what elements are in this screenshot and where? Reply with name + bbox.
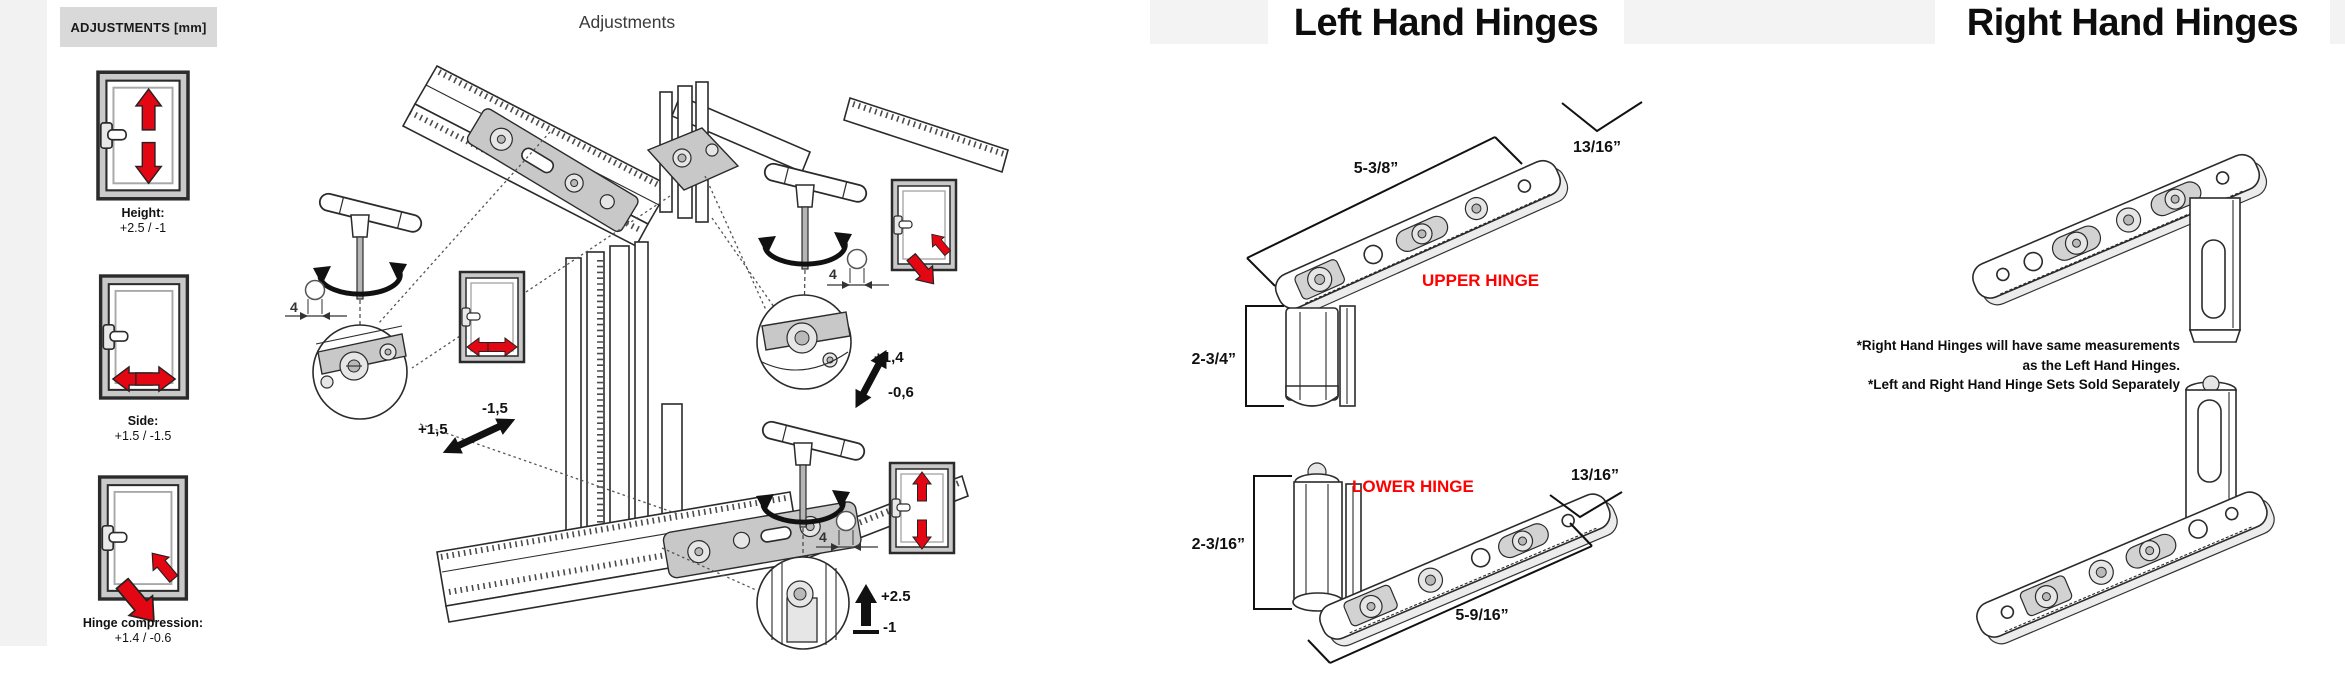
hex-size-right: 4 [829, 266, 837, 282]
left-hand-hinges-drawing: 5-3/8” 13/16” UPPER HINGE 2-3/4” [1192, 101, 1643, 664]
right-hinges-note: *Right Hand Hinges will have same measur… [1800, 336, 2180, 395]
height-label: Height: [121, 206, 165, 220]
side-minus-value: -1,5 [482, 400, 508, 417]
height-plus-value: +2.5 [881, 588, 911, 605]
t-handle-tool-icon [313, 192, 423, 299]
left-gray-strip [0, 0, 47, 646]
adjustments-technical-drawing: 4 +1,5 -1,5 4 [284, 64, 1009, 650]
window-height-arrows-icon [96, 70, 190, 201]
compression-label: Hinge compression: [82, 616, 204, 630]
lower-barrel-dim: 2-3/16” [1192, 536, 1245, 553]
lower-hinge-label: LOWER HINGE [1352, 477, 1474, 496]
note-line-2: as the Left Hand Hinges. [2022, 357, 2180, 373]
left-hinges-title: Left Hand Hinges [1268, 0, 1624, 46]
height-detail-circle [756, 556, 850, 650]
height-caption: Height: +2.5 / -1 [43, 206, 243, 236]
hex-size-left: 4 [290, 299, 298, 315]
compression-minus-value: -0,6 [888, 384, 914, 401]
hex-size-bottom: 4 [819, 529, 827, 545]
leader-line [419, 423, 679, 515]
lower-hinge-drawing: LOWER HINGE 13/16” 5-9/16” 2-3/16” [1192, 462, 1623, 664]
top-frame-continuation [659, 81, 1009, 223]
compression-double-arrow [855, 349, 887, 409]
right-hand-hinges-drawing [1972, 153, 2275, 645]
side-caption: Side: +1.5 / -1.5 [43, 414, 243, 444]
lower-depth-dim: 13/16” [1571, 467, 1619, 484]
leader-line [704, 175, 767, 311]
upper-right-hinge-drawing [1972, 153, 2268, 343]
side-value: +1.5 / -1.5 [114, 429, 172, 443]
upper-length-dim: 5-3/8” [1354, 160, 1398, 177]
side-detail-circle [312, 324, 408, 420]
side-plus-value: +1,5 [418, 421, 448, 438]
window-side-mini-icon [458, 270, 526, 364]
side-label: Side: [127, 414, 159, 428]
upper-depth-dim: 13/16” [1573, 139, 1621, 156]
note-line-3: *Left and Right Hand Hinge Sets Sold Sep… [1867, 377, 2180, 392]
compression-value: +1.4 / -0.6 [114, 631, 172, 645]
compression-caption: Hinge compression: +1.4 / -0.6 [43, 616, 243, 646]
side-double-arrow [442, 418, 516, 454]
note-line-1: *Right Hand Hinges will have same measur… [1856, 338, 2180, 353]
leader-line [411, 195, 671, 369]
height-minus-value: -1 [883, 619, 896, 636]
upper-hinge-label: UPPER HINGE [1422, 271, 1539, 290]
lower-length-dim: 5-9/16” [1455, 607, 1508, 624]
corner-hinge-bracket [646, 127, 740, 191]
diagram-title: Adjustments [578, 12, 676, 32]
upper-hinge-drawing: 5-3/8” 13/16” UPPER HINGE 2-3/4” [1192, 101, 1643, 407]
upper-barrel-dim: 2-3/4” [1192, 351, 1236, 368]
upper-hinge-plate [466, 108, 639, 233]
leader-line [661, 547, 757, 591]
height-value: +2.5 / -1 [119, 221, 167, 235]
compression-detail-circle [756, 294, 852, 390]
window-height-mini-icon [888, 461, 956, 555]
window-compression-arrows-icon [97, 475, 189, 632]
adjustments-header: ADJUSTMENTS [mm] [60, 7, 217, 47]
leader-line [377, 131, 551, 325]
window-side-arrows-icon [98, 274, 190, 400]
right-hinges-title: Right Hand Hinges [1935, 0, 2330, 46]
height-up-arrow [853, 584, 879, 634]
window-compression-mini-icon [890, 178, 958, 292]
leader-line [711, 217, 791, 331]
lower-right-hinge-drawing [1976, 375, 2275, 645]
